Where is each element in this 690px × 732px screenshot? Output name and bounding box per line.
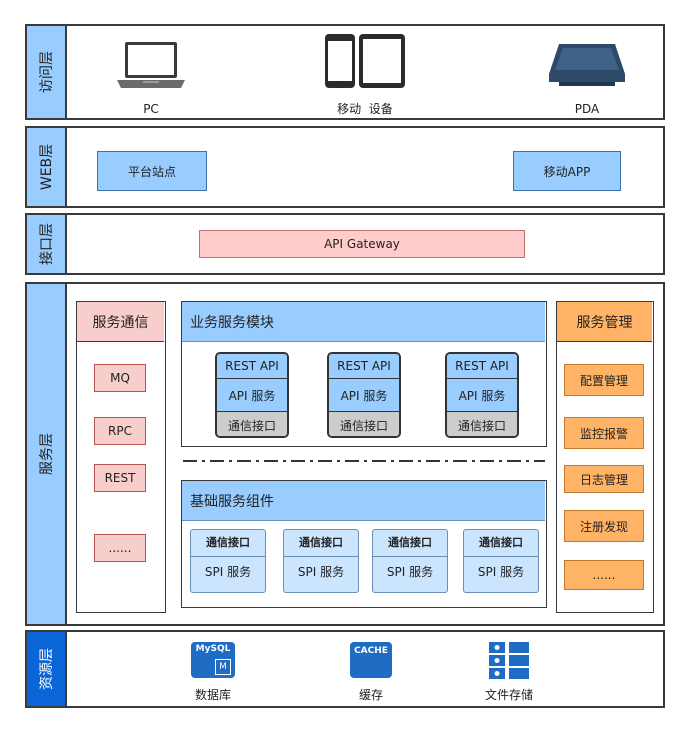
mysql-icon-text: MySQL	[195, 644, 231, 654]
comm-item-more: ......	[94, 534, 146, 562]
business-group-2: REST API API 服务 通信接口	[327, 352, 401, 438]
comm-item-rest: REST	[94, 464, 146, 492]
resource-layer: 资源层 MySQL M 数据库 CACHE 缓存 文件存储	[25, 630, 665, 708]
business-group-1: REST API API 服务 通信接口	[215, 352, 289, 438]
web-layer: WEB层 平台站点 移动APP	[25, 126, 665, 208]
base-service-module: 基础服务组件 通信接口 SPI 服务 通信接口 SPI 服务 通信接口 SPI …	[181, 480, 547, 608]
mobile-app-box: 移动APP	[513, 151, 621, 191]
api-service-label: API 服务	[329, 379, 399, 412]
interface-layer: 接口层 API Gateway	[25, 213, 665, 275]
service-layer-label: 服务层	[27, 284, 67, 624]
mgmt-item-more: ......	[564, 560, 644, 590]
pda-icon	[549, 44, 625, 86]
spi-service-label: SPI 服务	[297, 565, 345, 579]
database-label: 数据库	[194, 688, 231, 702]
access-layer-label: 访问层	[27, 26, 67, 118]
comm-interface-label: 通信接口	[373, 530, 447, 557]
laptop-icon	[117, 42, 185, 88]
business-service-module: 业务服务模块 REST API API 服务 通信接口 REST API API…	[181, 301, 547, 447]
base-service-title: 基础服务组件	[182, 481, 545, 521]
base-group-2: 通信接口 SPI 服务	[283, 529, 359, 593]
rest-api-label: REST API	[447, 354, 517, 379]
business-service-title: 业务服务模块	[182, 302, 545, 342]
pda-label: PDA	[574, 102, 600, 116]
cache-icon: CACHE	[350, 642, 392, 678]
comm-interface-label: 通信接口	[329, 412, 399, 436]
mgmt-item-monitor: 监控报警	[564, 417, 644, 449]
mysql-icon: MySQL M	[191, 642, 235, 678]
rest-api-label: REST API	[329, 354, 399, 379]
base-group-4: 通信接口 SPI 服务	[463, 529, 539, 593]
file-storage-label: 文件存储	[484, 688, 533, 702]
service-comm-panel: 服务通信 MQ RPC REST ......	[76, 301, 166, 613]
spi-service-label: SPI 服务	[386, 565, 434, 579]
service-comm-title: 服务通信	[77, 302, 164, 342]
spi-service-label: SPI 服务	[477, 565, 525, 579]
platform-site-box: 平台站点	[97, 151, 207, 191]
file-storage-icon	[489, 642, 529, 679]
base-group-3: 通信接口 SPI 服务	[372, 529, 448, 593]
cache-icon-text: CACHE	[354, 646, 388, 656]
api-service-label: API 服务	[217, 379, 287, 412]
comm-interface-label: 通信接口	[284, 530, 358, 557]
comm-interface-label: 通信接口	[191, 530, 265, 557]
service-mgmt-title: 服务管理	[557, 302, 652, 342]
comm-interface-label: 通信接口	[464, 530, 538, 557]
module-separator	[183, 460, 545, 462]
business-group-3: REST API API 服务 通信接口	[445, 352, 519, 438]
web-layer-label: WEB层	[27, 128, 67, 206]
mgmt-item-log: 日志管理	[564, 465, 644, 493]
spi-service-label: SPI 服务	[204, 565, 252, 579]
api-service-label: API 服务	[447, 379, 517, 412]
comm-interface-label: 通信接口	[447, 412, 517, 436]
mobile-device-label: 移动 设备	[337, 102, 393, 116]
pc-label: PC	[143, 102, 159, 116]
service-mgmt-panel: 服务管理 配置管理 监控报警 日志管理 注册发现 ......	[556, 301, 654, 613]
resource-layer-label: 资源层	[27, 632, 67, 706]
mgmt-item-registry: 注册发现	[564, 510, 644, 542]
mobile-device-icon	[325, 34, 405, 88]
base-group-1: 通信接口 SPI 服务	[190, 529, 266, 593]
service-layer: 服务层 服务通信 MQ RPC REST ...... 业务服务模块 REST …	[25, 282, 665, 626]
rest-api-label: REST API	[217, 354, 287, 379]
cache-label: 缓存	[358, 688, 383, 702]
api-gateway-box: API Gateway	[199, 230, 525, 258]
comm-item-mq: MQ	[94, 364, 146, 392]
access-layer: 访问层 PC 移动 设备 PDA	[25, 24, 665, 120]
comm-item-rpc: RPC	[94, 417, 146, 445]
interface-layer-label: 接口层	[27, 215, 67, 273]
comm-interface-label: 通信接口	[217, 412, 287, 436]
mgmt-item-config: 配置管理	[564, 364, 644, 396]
mysql-icon-sub: M	[215, 659, 231, 675]
